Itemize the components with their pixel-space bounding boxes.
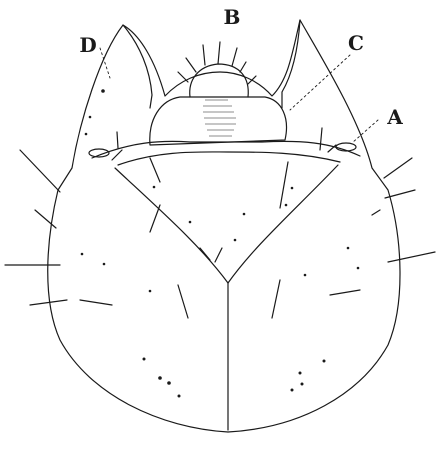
- internal-setae: [112, 128, 336, 318]
- labrum: [190, 64, 249, 97]
- head-capsule-outline: [48, 20, 400, 432]
- right-long-setae: [330, 158, 435, 295]
- frontal-plate: [150, 97, 287, 145]
- label-d: D: [79, 33, 96, 57]
- left-long-setae: [5, 150, 112, 305]
- frontal-hatching: [203, 100, 236, 136]
- pores: [81, 89, 360, 397]
- leader-line-c: [290, 55, 350, 110]
- epistomal-ridge-lower: [118, 152, 340, 165]
- epicranial-suture-right: [228, 165, 338, 283]
- epicranial-suture-left: [115, 168, 228, 283]
- label-a: A: [386, 105, 403, 129]
- label-c: C: [348, 31, 364, 55]
- label-b: B: [224, 5, 241, 29]
